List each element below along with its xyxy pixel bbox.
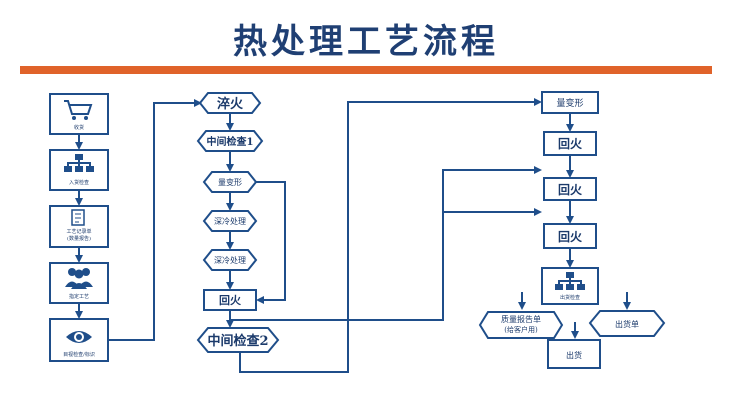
mid-bypass-connector xyxy=(256,181,286,304)
mid-step-cryogenic-2: 深冷处理 xyxy=(202,249,258,271)
mid-step-label: 深冷处理 xyxy=(214,216,246,226)
right-step-temper-3: 回火 xyxy=(543,223,597,249)
org-chart-icon xyxy=(64,154,94,172)
output-delivery-note: 出货单 xyxy=(588,310,666,337)
left-step-receiving: 收货 xyxy=(49,93,109,135)
mid-step-label: 深冷处理 xyxy=(214,255,246,265)
left-step-process-record: 工艺记录单 (数量报告) xyxy=(49,205,109,248)
people-icon xyxy=(65,268,93,289)
connector-to-right-temper-2 xyxy=(230,166,542,321)
right-step-label: 出货检查 xyxy=(560,294,580,301)
right-step-final-inspection: 出货检查 xyxy=(541,267,599,305)
output-label: 质量报告单 xyxy=(501,314,541,324)
connector-mid-to-right xyxy=(239,98,542,373)
mid-step-quench: 淬火 xyxy=(198,92,262,114)
right-step-label: 回火 xyxy=(558,230,583,244)
right-step-temper-2: 回火 xyxy=(543,177,597,201)
mid-step-interim-inspection-1: 中间检查1 xyxy=(196,130,264,152)
mid-step-measure-deformation: 量变形 xyxy=(202,171,258,193)
output-label: 出货单 xyxy=(615,319,639,329)
left-step-label: 工艺记录单 xyxy=(66,228,91,235)
right-step-label: 回火 xyxy=(558,137,583,151)
output-sublabel: (给客户用) xyxy=(504,325,538,334)
left-step-visual-inspection: 目视检查/标识 xyxy=(49,318,109,362)
output-quality-report: 质量报告单 (给客户用) xyxy=(478,311,564,339)
left-step-label: 收货 xyxy=(74,124,84,131)
org-chart-icon xyxy=(555,272,585,290)
title-underline-bar xyxy=(20,66,712,74)
left-step-assign-process: 指定工艺 xyxy=(49,262,109,304)
left-step-label: 入货检查 xyxy=(69,179,89,186)
cart-icon xyxy=(64,100,93,120)
right-step-temper-1: 回火 xyxy=(543,131,597,156)
right-step-label: 量变形 xyxy=(556,97,583,109)
output-label: 出货 xyxy=(566,350,582,360)
right-step-label: 回火 xyxy=(558,183,583,197)
mid-step-cryogenic-1: 深冷处理 xyxy=(202,210,258,232)
left-step-label: 指定工艺 xyxy=(69,293,89,300)
mid-step-temper: 回火 xyxy=(203,289,257,311)
eye-icon xyxy=(66,331,92,343)
mid-step-label: 量变形 xyxy=(218,177,242,187)
mid-step-label: 淬火 xyxy=(217,96,244,112)
output-ship: 出货 xyxy=(547,339,601,369)
left-step-sublabel: (数量报告) xyxy=(67,235,91,242)
right-step-measure-deformation: 量变形 xyxy=(541,91,599,114)
mid-step-interim-inspection-2: 中间检查2 xyxy=(196,327,280,353)
left-step-label: 目视检查/标识 xyxy=(63,351,95,358)
mid-step-label: 中间检查1 xyxy=(207,135,254,148)
mid-step-label: 回火 xyxy=(219,293,242,307)
document-icon xyxy=(71,209,85,226)
mid-step-label: 中间检查2 xyxy=(207,333,268,349)
connector-left-to-quench xyxy=(108,99,202,341)
page-title: 热处理工艺流程 xyxy=(233,22,499,62)
left-step-incoming-inspection: 入货检查 xyxy=(49,149,109,191)
